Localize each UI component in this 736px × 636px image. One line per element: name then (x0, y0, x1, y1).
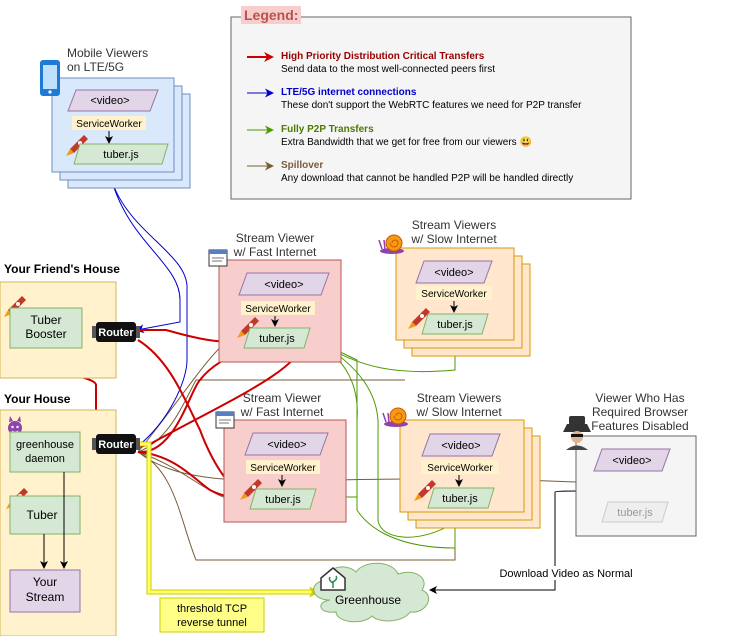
tunnel-connection (138, 441, 320, 598)
fast1-video-node (238, 272, 330, 296)
tuber-booster-line1: Tuber (31, 313, 62, 327)
greenhouse-icon (320, 567, 346, 591)
tunnel-line2: reverse tunnel (177, 617, 247, 629)
lte-connections (106, 159, 188, 447)
browser-window-icon (215, 411, 235, 429)
your-house-title: Your House (4, 392, 71, 406)
legend-item-brown-title: Spillover (281, 160, 323, 171)
daemon-line2: daemon (25, 453, 65, 465)
fast1-title-line1: Stream Viewer (236, 231, 314, 245)
slow1-video-label: <video> (434, 267, 473, 279)
your-stream-line2: Stream (26, 590, 65, 604)
friend-router: Router (92, 322, 140, 342)
slow2-title-line2: w/ Slow Internet (415, 405, 502, 419)
slow2-tuberjs-label: tuber.js (442, 493, 478, 505)
mobile-title-line1: Mobile Viewers (67, 46, 148, 60)
mobile-serviceworker-label: ServiceWorker (76, 119, 142, 130)
slow-viewers-1: Stream Viewers w/ Slow Internet <video> … (378, 218, 531, 357)
snail-icon (382, 407, 408, 427)
fast1-serviceworker-label: ServiceWorker (245, 304, 311, 315)
fast2-tuberjs-label: tuber.js (265, 494, 301, 506)
disabled-tuberjs-node (601, 501, 669, 523)
house-router-label: Router (98, 439, 134, 451)
greenhouse-daemon-node (9, 431, 81, 473)
fast2-title-line2: w/ Fast Internet (240, 405, 324, 419)
disabled-viewer: Viewer Who Has Required Browser Features… (563, 391, 697, 537)
fast-viewer-2: Stream Viewer w/ Fast Internet <video> S… (215, 391, 347, 523)
legend-title: Legend: (244, 7, 298, 23)
disabled-title-line3: Features Disabled (591, 419, 688, 433)
disabled-video-label: <video> (612, 455, 651, 467)
fast2-video-label: <video> (267, 439, 306, 451)
browser-window-icon (208, 249, 228, 267)
snail-icon (378, 234, 404, 254)
disabled-title-line2: Required Browser (592, 405, 688, 419)
tuber-booster-node (9, 307, 83, 349)
mobile-tuberjs-node (73, 143, 169, 165)
legend-item-blue-desc: These don't support the WebRTC features … (281, 100, 582, 111)
slow1-title-line1: Stream Viewers (412, 218, 496, 232)
friends-house-title: Your Friend's House (4, 262, 120, 276)
disabled-title-line1: Viewer Who Has (595, 391, 684, 405)
slow2-video-node (421, 433, 501, 457)
friend-router-label: Router (98, 327, 134, 339)
your-stream-line1: Your (33, 575, 57, 589)
fast1-title-line2: w/ Fast Internet (233, 245, 317, 259)
tunnel-label-box: threshold TCP reverse tunnel (159, 597, 265, 633)
your-house-group: Your House greenhouse daemon Tuber Your … (0, 392, 117, 636)
mobile-tuberjs-label: tuber.js (103, 149, 139, 161)
legend-item-red-title: High Priority Distribution Critical Tran… (281, 51, 485, 62)
slow2-serviceworker-label: ServiceWorker (427, 463, 493, 474)
slow2-tuberjs-node (427, 487, 495, 509)
legend-item-brown-desc: Any download that cannot be handled P2P … (281, 173, 573, 184)
slow1-serviceworker-label: ServiceWorker (421, 289, 487, 300)
friends-house-group: Your Friend's House Tuber Booster (0, 262, 120, 379)
tunnel-line1: threshold TCP (177, 603, 247, 615)
rocket-icon (414, 480, 436, 501)
slow-viewers-2: Stream Viewers w/ Slow Internet <video> … (382, 391, 541, 529)
legend-item-blue-title: LTE/5G internet connections (281, 87, 417, 98)
mobile-video-label: <video> (90, 95, 129, 107)
phone-icon (40, 60, 60, 96)
mobile-title-line2: on LTE/5G (67, 60, 124, 74)
tuber-label: Tuber (27, 508, 58, 522)
fast2-video-node (244, 432, 329, 456)
disabled-video-node (593, 448, 671, 472)
tuber-node (9, 495, 81, 535)
fast-viewer-1: Stream Viewer w/ Fast Internet <video> S… (208, 231, 342, 363)
slow1-tuberjs-node (421, 313, 489, 335)
legend-item-green-title: Fully P2P Transfers (281, 124, 374, 135)
legend: Legend: High Priority Distribution Criti… (230, 6, 632, 200)
fast1-video-label: <video> (264, 279, 303, 291)
your-stream-node (9, 569, 81, 613)
rocket-icon (240, 479, 262, 500)
house-router: Router (92, 434, 140, 454)
legend-item-green-desc: Extra Bandwidth that we get for free fro… (281, 136, 532, 148)
legend-item-red-desc: Send data to the most well-connected pee… (281, 64, 495, 75)
greenhouse-cloud: Greenhouse (313, 562, 430, 623)
download-normal-label: Download Video as Normal (499, 568, 632, 580)
fast2-serviceworker-label: ServiceWorker (250, 463, 316, 474)
slow1-title-line2: w/ Slow Internet (410, 232, 497, 246)
tuber-booster-line2: Booster (25, 327, 66, 341)
spy-icon (563, 416, 591, 450)
slow2-title-line1: Stream Viewers (417, 391, 501, 405)
slow2-video-label: <video> (441, 440, 480, 452)
fast2-tuberjs-node (249, 488, 317, 510)
fast1-tuberjs-node (243, 327, 311, 349)
fast1-tuberjs-label: tuber.js (259, 333, 295, 345)
disabled-tuberjs-label: tuber.js (617, 507, 653, 519)
fast2-title-line1: Stream Viewer (243, 391, 321, 405)
rocket-icon (408, 308, 430, 329)
rocket-icon (237, 317, 259, 338)
greenhouse-label: Greenhouse (335, 593, 401, 607)
mobile-viewers-group: Mobile Viewers on LTE/5G <video> Service… (40, 46, 191, 189)
slow1-video-node (415, 260, 493, 284)
mobile-video-node (67, 89, 159, 112)
daemon-line1: greenhouse (16, 439, 74, 451)
slow1-tuberjs-label: tuber.js (437, 319, 473, 331)
